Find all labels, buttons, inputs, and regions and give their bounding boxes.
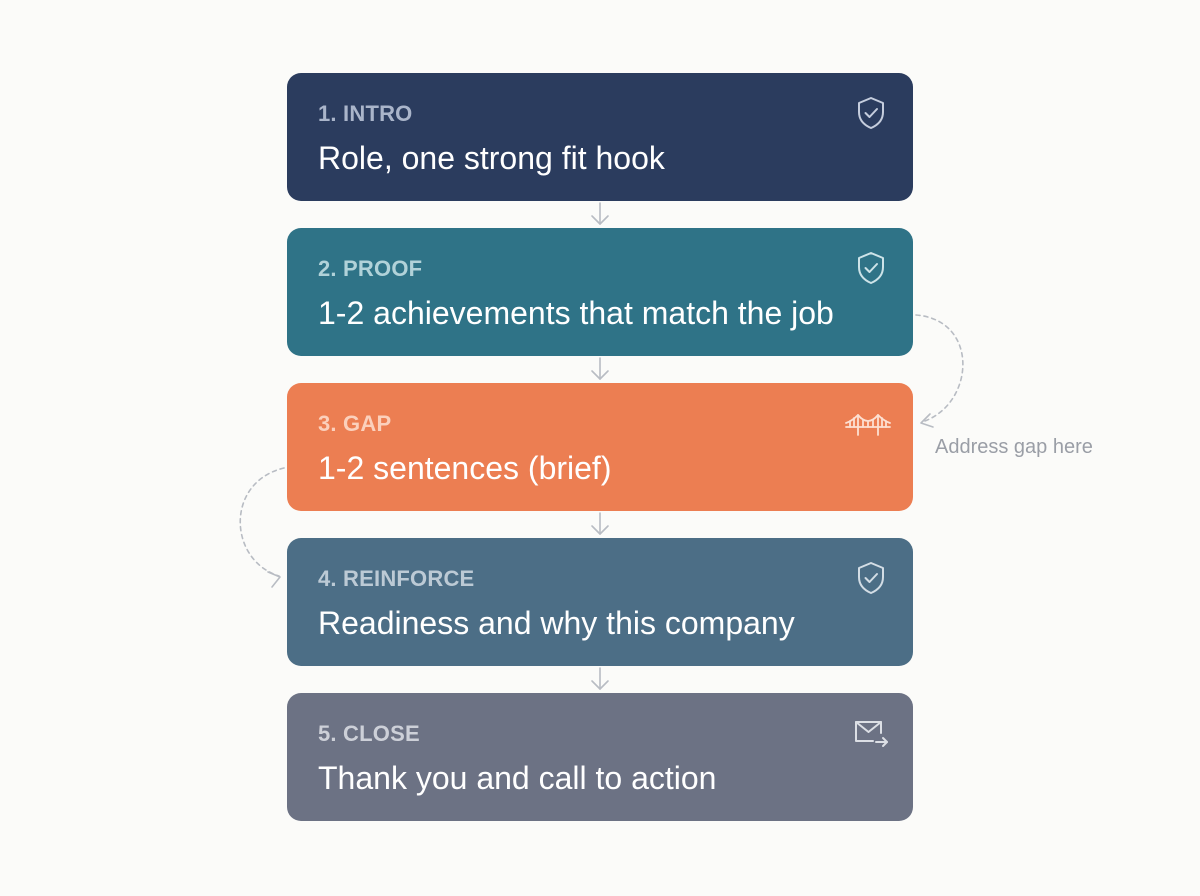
- step-label: 4. REINFORCE: [318, 566, 475, 591]
- step-description: Readiness and why this company: [318, 605, 795, 641]
- step-label: 2. PROOF: [318, 256, 423, 281]
- down-arrow-4-5: [591, 667, 609, 690]
- step-description: Role, one strong fit hook: [318, 140, 665, 176]
- step-card-proof: 2. PROOF 1-2 achievements that match the…: [287, 228, 913, 356]
- step-label: 3. GAP: [318, 411, 392, 436]
- shield-check-icon: [851, 248, 891, 288]
- down-arrow-3-4: [591, 512, 609, 535]
- bridge-icon: [843, 403, 893, 443]
- down-arrow-1-2: [591, 202, 609, 225]
- step-description: 1-2 sentences (brief): [318, 450, 612, 486]
- step-label: 1. INTRO: [318, 101, 413, 126]
- step-card-intro: 1. INTRO Role, one strong fit hook: [287, 73, 913, 201]
- down-arrow-2-3: [591, 357, 609, 380]
- mail-forward-icon: [851, 713, 891, 753]
- shield-check-icon: [851, 93, 891, 133]
- dashed-arrow-proof-to-gap: [915, 314, 964, 428]
- step-label: 5. CLOSE: [318, 721, 420, 746]
- step-card-close: 5. CLOSE Thank you and call to action: [287, 693, 913, 821]
- dashed-arrow-gap-to-reinforce: [239, 467, 285, 588]
- step-card-gap: 3. GAP 1-2 sentences (brief): [287, 383, 913, 511]
- gap-annotation: Address gap here: [935, 436, 1093, 458]
- step-description: Thank you and call to action: [318, 760, 717, 796]
- step-card-reinforce: 4. REINFORCE Readiness and why this comp…: [287, 538, 913, 666]
- shield-check-icon: [851, 558, 891, 598]
- step-description: 1-2 achievements that match the job: [318, 295, 834, 331]
